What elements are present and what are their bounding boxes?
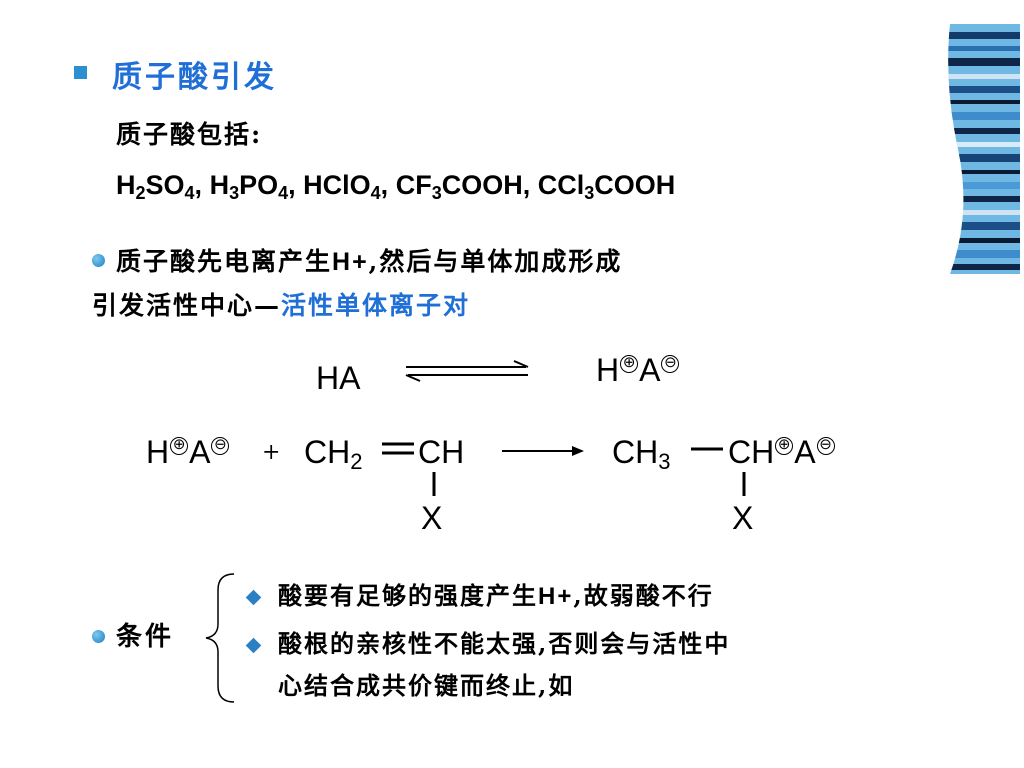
acid-hclo4: HClO4, (303, 170, 389, 203)
active-ion-pair-highlight: 活性单体离子对 (281, 291, 471, 320)
condition-item-nucleophilicity-line1: 酸根的亲核性不能太强,否则会与活性中 (278, 629, 731, 658)
decorative-striped-banner (948, 24, 1021, 274)
round-bullet-icon (92, 254, 105, 267)
conditions-label: 条件 (116, 622, 175, 652)
eq1-ha: HA (316, 360, 361, 396)
acid-h3po4: H3PO4, (209, 170, 296, 203)
paragraph-ionization-line1: 质子酸先电离产生H+,然后与单体加成形成 (116, 247, 623, 276)
acid-cf3cooh: CF3COOH, (395, 170, 531, 203)
eq2-plus-sign: + (262, 440, 281, 465)
reaction-arrow-icon (502, 446, 584, 456)
product-vertical-bond-icon (742, 472, 746, 496)
intro-label: 质子酸包括: (116, 120, 263, 149)
acid-h2so4: H2SO4, (116, 170, 203, 203)
condition-item-acid-strength: 酸要有足够的强度产生H+,故弱酸不行 (278, 581, 714, 610)
eq2-product-ch3: CH3 (612, 434, 671, 474)
square-bullet-icon (74, 66, 87, 79)
page-title: 质子酸引发 (112, 60, 277, 95)
conditions-bullet-icon (92, 630, 105, 643)
curly-brace-icon (205, 573, 235, 703)
condition-item-nucleophilicity-line2: 心结合成共价键而终止,如 (278, 671, 575, 700)
eq2-reactant-ion-pair: H⊕A⊖ (146, 434, 230, 471)
single-bond-icon (432, 472, 436, 496)
paragraph-ionization-line2: 引发活性中心—活性单体离子对 (92, 291, 471, 320)
acid-ccl3cooh: CCl3COOH (537, 170, 676, 203)
eq2-ch2: CH2 (304, 434, 363, 474)
eq2-product-ch-ion-pair: CH⊕A⊖ (728, 434, 836, 471)
eq2-x-substituent: X (421, 500, 443, 536)
acid-list: H2SO4, H3PO4, HClO4, CF3COOH, CCl3COOH (116, 170, 675, 204)
product-single-bond-icon (691, 447, 723, 451)
equilibrium-arrow-icon (405, 360, 529, 382)
double-bond-icon (382, 442, 414, 455)
diamond-bullet-icon (245, 589, 262, 606)
eq1-ion-pair: H⊕A⊖ (596, 352, 680, 389)
eq2-product-x-substituent: X (732, 500, 754, 536)
diamond-bullet-icon (245, 637, 262, 654)
eq2-ch: CH (418, 434, 465, 470)
